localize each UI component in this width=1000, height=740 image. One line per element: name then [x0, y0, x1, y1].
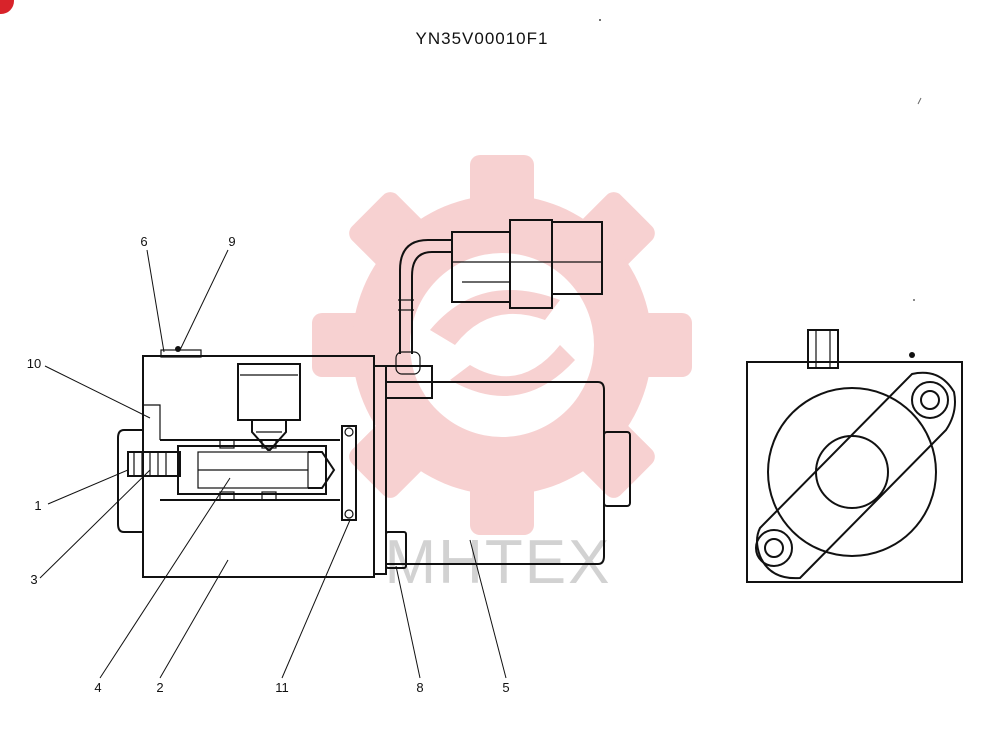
- part-label-1: 1: [34, 498, 41, 513]
- valve-body: [142, 346, 375, 578]
- part-label-3: 3: [30, 572, 37, 587]
- wire-connector: [398, 219, 603, 354]
- leader-lines: [39, 249, 507, 679]
- watermark-gear-icon: [312, 155, 692, 535]
- part-label-5: 5: [502, 680, 509, 695]
- part-label-4: 4: [94, 680, 101, 695]
- part-label-2: 2: [156, 680, 163, 695]
- part-label-10: 10: [27, 356, 41, 371]
- end-cap: [117, 429, 181, 533]
- part-label-6: 6: [140, 234, 147, 249]
- spool: [160, 439, 340, 501]
- drawing-code: YN35V00010F1: [416, 29, 549, 48]
- watermark-text: MHTEX: [385, 528, 612, 597]
- retainer-ring: [341, 425, 357, 521]
- part-label-9: 9: [228, 234, 235, 249]
- end-view: [746, 329, 963, 583]
- part-label-8: 8: [416, 680, 423, 695]
- part-label-11: 11: [275, 680, 289, 695]
